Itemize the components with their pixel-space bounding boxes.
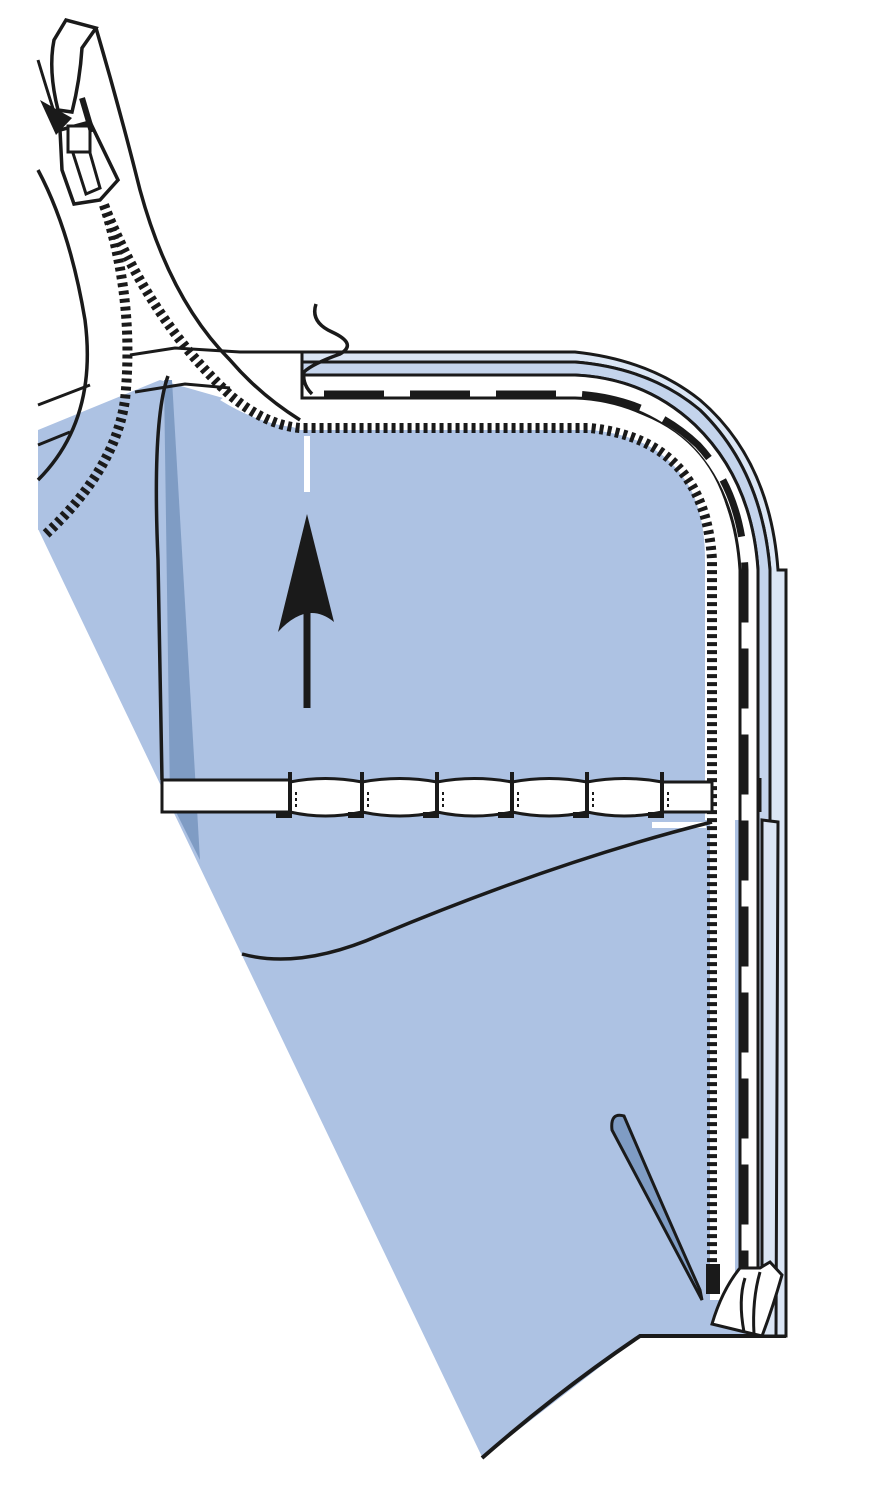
tape-bottom-fold-lines: [739, 1271, 762, 1335]
pocket-slit: [610, 1113, 704, 1301]
neckline-inner: [36, 169, 89, 482]
topstitch-line: [324, 390, 749, 1280]
zipper-teeth-left: [41, 203, 133, 539]
zipper-teeth-main: [99, 203, 717, 1290]
arrow-up-icon: [278, 514, 334, 708]
left-seam: [154, 375, 170, 781]
zipper-pull-icon: [40, 17, 121, 206]
fabric-fold-curve: [241, 820, 713, 961]
fabric-bottom-edge: [480, 1334, 786, 1460]
thread-tail-icon: [301, 303, 350, 396]
shoulder-fold: [37, 346, 308, 447]
fabric-shadow-strip: [164, 380, 200, 860]
shoulder-fold-2: [134, 382, 231, 394]
tape-bottom-fold: [710, 1260, 784, 1338]
right-edge-band: [760, 818, 780, 1338]
neckline-outer: [94, 27, 301, 422]
zipper-stop: [706, 1264, 720, 1294]
waistband: [160, 772, 762, 818]
fabric-left-edge: [37, 529, 483, 1459]
fabric-panel: [38, 380, 786, 1458]
